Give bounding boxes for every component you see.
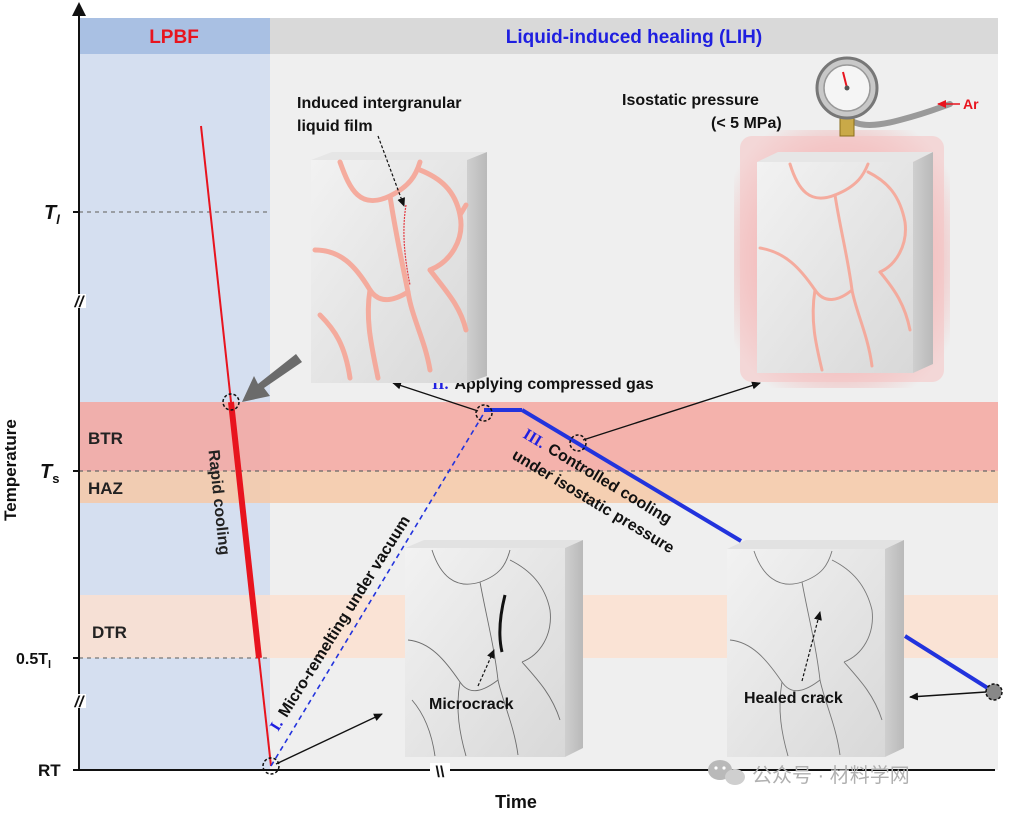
film-label-line2: liquid film bbox=[297, 118, 373, 135]
rapid-cooling-line-thin bbox=[200, 125, 232, 403]
step2-text: Applying compressed gas bbox=[454, 376, 653, 393]
marker-end bbox=[985, 683, 1003, 701]
haz-band bbox=[79, 471, 998, 503]
tick-label-half-tl-sub: l bbox=[48, 659, 51, 671]
lpbf-header-bar bbox=[79, 18, 270, 54]
leader-to-healed-box bbox=[909, 691, 987, 701]
marker-cooling bbox=[569, 434, 587, 452]
marker-btr-entry bbox=[222, 393, 240, 411]
film-specimen-block bbox=[311, 152, 487, 383]
film-label-leader bbox=[377, 135, 405, 207]
tick-label-rt: RT bbox=[38, 761, 61, 780]
haz-label: HAZ bbox=[88, 479, 123, 498]
lih-header: Liquid-induced healing (LIH) bbox=[506, 27, 762, 48]
x-axis-title: Time bbox=[495, 792, 537, 812]
leader-to-microcrack-box bbox=[275, 713, 383, 765]
pressure-specimen-block bbox=[734, 130, 950, 388]
lih-header-bar bbox=[270, 18, 998, 54]
tick-label-ts-main: T bbox=[40, 461, 54, 483]
healed-specimen-block bbox=[727, 540, 904, 757]
microcrack-leader bbox=[477, 649, 495, 687]
tick-label-ts-sub: s bbox=[52, 471, 59, 486]
axis-break-mask-1 bbox=[72, 294, 86, 308]
tick-label-ts: Ts bbox=[40, 461, 59, 486]
tick-label-tl: Tl bbox=[44, 202, 60, 227]
rapid-cooling-line-thick bbox=[228, 401, 262, 659]
controlled-cooling-path-upper bbox=[520, 408, 743, 543]
tick-label-tl-sub: l bbox=[56, 212, 60, 227]
microcrack-label: Microcrack bbox=[429, 696, 514, 713]
marker-rt-origin bbox=[262, 757, 280, 775]
isostatic-label-line1: Isostatic pressure bbox=[622, 92, 759, 109]
axis-break-mask-2 bbox=[72, 694, 86, 708]
film-label-line1: Induced intergranular bbox=[297, 95, 461, 112]
isostatic-label-line2: (< 5 MPa) bbox=[711, 115, 782, 132]
y-axis-arrowhead bbox=[72, 2, 86, 16]
axis-break-lower: // bbox=[74, 694, 85, 711]
microcrack-specimen-block bbox=[405, 540, 583, 757]
btr-label: BTR bbox=[88, 429, 123, 448]
y-axis-title: Temperature bbox=[1, 419, 20, 521]
controlled-cooling-path-lower bbox=[903, 634, 996, 694]
axis-break-upper: // bbox=[74, 294, 85, 311]
leader-to-film-box bbox=[392, 381, 479, 412]
lpbf-header: LPBF bbox=[149, 27, 199, 48]
axis-break-x: \\ bbox=[436, 764, 445, 781]
watermark-text: 公众号 · 材料学网 bbox=[752, 764, 910, 787]
tick-label-half-tl-main: 0.5T bbox=[16, 651, 48, 668]
pressure-gauge-icon bbox=[815, 56, 953, 137]
marker-peak bbox=[475, 404, 493, 422]
leader-to-pressure-box bbox=[582, 381, 761, 441]
grey-pointer-arrow bbox=[242, 354, 302, 402]
tick-label-half-tl: 0.5Tl bbox=[16, 651, 51, 671]
wechat-icon bbox=[708, 760, 745, 785]
dtr-label: DTR bbox=[92, 623, 127, 642]
rapid-cooling-line-tail bbox=[258, 657, 272, 767]
tick-label-tl-main: T bbox=[44, 202, 58, 224]
argon-label: Ar bbox=[963, 96, 979, 112]
axis-break-mask-3 bbox=[430, 763, 450, 777]
healed-crack-label: Healed crack bbox=[744, 690, 843, 707]
healed-crack-leader bbox=[801, 611, 822, 682]
remelting-path bbox=[270, 412, 485, 767]
